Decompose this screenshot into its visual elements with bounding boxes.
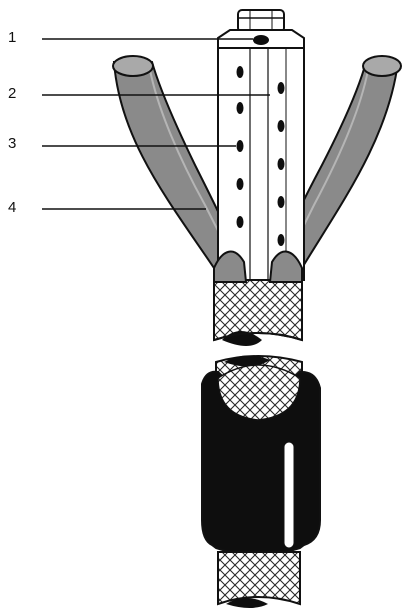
lower-cable	[202, 355, 320, 608]
tube-highlight	[284, 442, 294, 548]
callout-number-4: 4	[8, 200, 16, 215]
callout-number-1: 1	[8, 30, 16, 45]
connector-body	[218, 10, 304, 280]
callout-number-2: 2	[8, 86, 16, 101]
callout-number-3: 3	[8, 136, 16, 151]
